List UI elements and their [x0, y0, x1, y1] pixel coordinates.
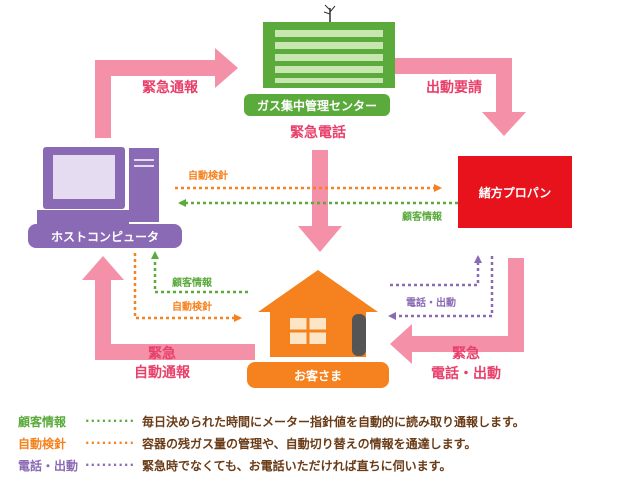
line-customer-info-bottom: [151, 251, 248, 294]
customer-label-box: [247, 362, 389, 388]
line-phone-dispatch-return: [388, 256, 494, 320]
host-node: ホストコンピュータ: [28, 147, 182, 248]
arrow-customer-to-host: [82, 256, 255, 360]
label-emergency-auto-2: 自動通報: [134, 364, 191, 381]
legend-row-customer-info: 顧客情報 ········· 毎日決められた時間にメーター指針値を自動的に読み取…: [18, 410, 618, 432]
label-emergency-report: 緊急通報: [142, 79, 199, 96]
arrow-center-to-ogata: [384, 58, 526, 136]
host-label-box: [28, 224, 182, 248]
line-phone-dispatch: [390, 255, 482, 287]
label-auto-meter-top: 自動検針: [188, 169, 228, 182]
line-auto-meter-bottom: [133, 253, 242, 322]
legend-dots: ·········: [84, 436, 136, 450]
center-label-box: [244, 94, 390, 116]
legend: 顧客情報 ········· 毎日決められた時間にメーター指針値を自動的に読み取…: [18, 410, 618, 476]
arrow-ogata-to-customer: [390, 258, 524, 364]
label-dispatch-request: 出動要請: [426, 79, 482, 96]
ogata-box: [458, 156, 572, 228]
arrow-host-to-center: [95, 48, 238, 138]
ogata-label: 緒方プロパン: [479, 185, 552, 200]
center-label: ガス集中管理センター: [257, 98, 377, 113]
center-sub-label: 緊急電話: [290, 124, 346, 141]
legend-desc: 緊急時でなくても、お電話いただければ直ちに伺います。: [142, 458, 452, 473]
legend-dots: ·········: [84, 414, 136, 428]
legend-desc: 毎日決められた時間にメーター指針値を自動的に読み取り通報します。: [142, 414, 525, 429]
label-auto-meter-bottom: 自動検針: [172, 300, 212, 313]
pink-arrows: [82, 48, 526, 364]
legend-row-phone-dispatch: 電話・出動 ········· 緊急時でなくても、お電話いただければ直ちに伺いま…: [18, 454, 618, 476]
legend-row-auto-meter: 自動検針 ········· 容器の残ガス量の管理や、自動切り替えの情報を通達し…: [18, 432, 618, 454]
ogata-node: 緒方プロパン: [458, 156, 572, 228]
label-emergency-auto-1: 緊急: [148, 345, 176, 362]
customer-label: お客さま: [294, 368, 342, 383]
label-emergency-phone-1: 緊急: [452, 345, 480, 362]
customer-node: お客さま: [247, 270, 389, 388]
center-node: ガス集中管理センター 緊急電話: [244, 4, 395, 141]
label-customer-info-bottom: 顧客情報: [172, 276, 213, 289]
legend-desc: 容器の残ガス量の管理や、自動切り替えの情報を通達します。: [142, 436, 477, 451]
legend-dots: ·········: [84, 458, 136, 472]
label-emergency-phone-2: 電話・出動: [431, 365, 501, 382]
legend-term: 電話・出動: [18, 458, 79, 473]
flow-diagram: ガス集中管理センター 緊急電話 ホストコンピュータ 緒方プロパン お客さま 緊急…: [28, 4, 572, 388]
legend-term: 顧客情報: [18, 414, 67, 429]
legend-term: 自動検針: [18, 436, 67, 451]
arrow-center-to-customer: [298, 150, 342, 252]
label-phone-dispatch-small: 電話・出動: [406, 296, 456, 309]
label-customer-info-top: 顧客情報: [402, 210, 443, 223]
host-label: ホストコンピュータ: [51, 230, 159, 244]
